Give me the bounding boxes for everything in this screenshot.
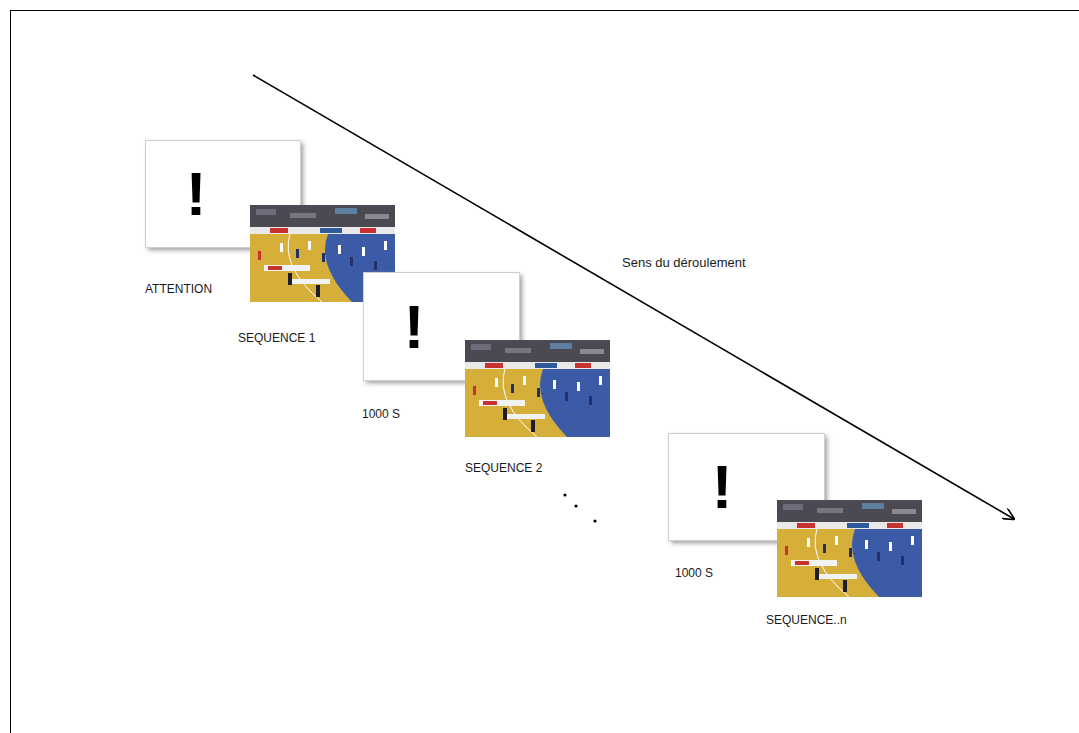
caption-label: 1000 S (362, 407, 400, 421)
attention-card: ! (669, 434, 775, 540)
frame (11, 11, 1079, 733)
video-still (465, 340, 610, 437)
video-still (777, 500, 922, 597)
attention-mark: ! (404, 296, 425, 358)
caption-label: SEQUENCE 1 (238, 331, 315, 345)
continuation-dots (563, 493, 596, 522)
attention-card: ! (364, 273, 464, 380)
caption-label: SEQUENCE..n (766, 613, 847, 627)
caption-label: Sens du déroulement (622, 256, 746, 270)
attention-mark: ! (186, 163, 207, 225)
caption-label: SEQUENCE 2 (465, 461, 542, 475)
attention-mark: ! (712, 456, 733, 518)
caption-label: 1000 S (675, 566, 713, 580)
time-arrow (253, 75, 1014, 519)
caption-label: ATTENTION (145, 282, 212, 296)
attention-card: ! (146, 141, 246, 247)
